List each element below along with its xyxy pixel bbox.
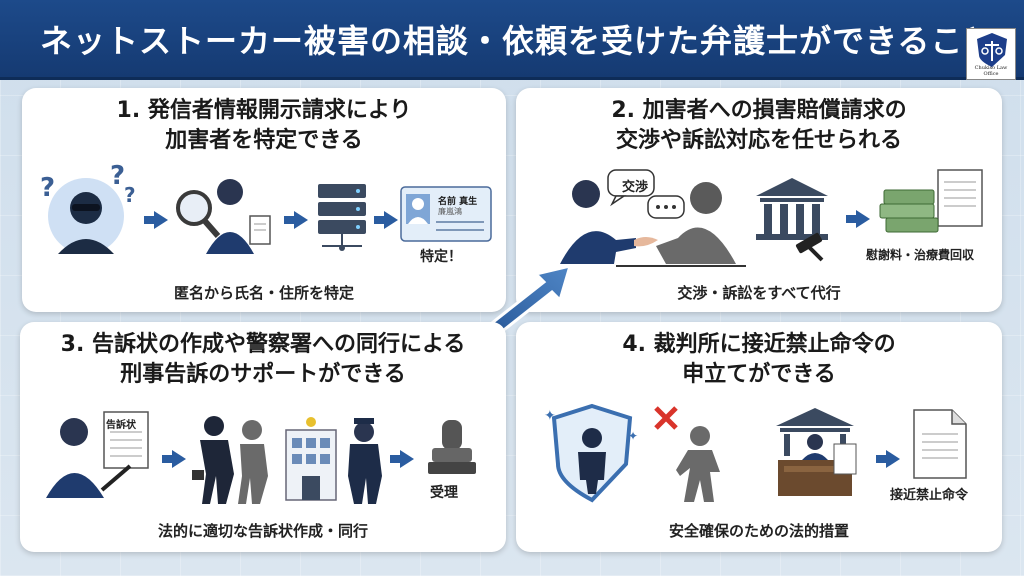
courtroom-icon bbox=[776, 408, 857, 496]
panel-caption: 法的に適切な告訴状作成・同行 bbox=[157, 522, 368, 540]
panel-caption: 交渉・訴訟をすべて代行 bbox=[677, 284, 841, 302]
protection-shield-icon: ✦ ✦ bbox=[544, 403, 638, 503]
flow-arrow-icon bbox=[284, 211, 308, 229]
anonymous-hacker-icon: ? ? ? bbox=[40, 161, 136, 254]
investigator-magnifier-icon bbox=[176, 179, 271, 254]
panel-title-line2: 申立てができる bbox=[682, 362, 836, 387]
page-title: ネットストーカー被害の相談・依頼を受けた弁護士ができること bbox=[40, 22, 997, 60]
negotiation-handshake-icon bbox=[560, 169, 746, 267]
id-card-sub: 廉嵐鴻 bbox=[438, 207, 462, 216]
identified-label: 特定！ bbox=[420, 249, 462, 265]
panel-caption: 安全確保のための法的措置 bbox=[668, 522, 849, 540]
panel-title-line1: 3. 告訴状の作成や警察署への同行による bbox=[60, 332, 466, 357]
flow-arrow-icon bbox=[846, 210, 870, 228]
flow-arrow-icon bbox=[144, 211, 168, 229]
stamp-icon bbox=[428, 420, 476, 474]
panel-restraining-order: 4. 裁判所に接近禁止命令の 申立てができる ✦ ✦ 接近禁止命令 安全確保のた… bbox=[516, 322, 1002, 552]
flow-arrow-icon bbox=[374, 211, 398, 229]
panel-title-line2: 刑事告訴のサポートができる bbox=[120, 362, 406, 387]
server-icon bbox=[318, 184, 366, 251]
complaint-doc-label: 告訴状 bbox=[106, 420, 136, 431]
courthouse-gavel-icon bbox=[756, 178, 828, 262]
order-document-icon bbox=[913, 409, 967, 479]
panel-caption: 匿名から氏名・住所を特定 bbox=[173, 284, 354, 302]
lawyer-writing-complaint-icon bbox=[46, 411, 149, 498]
logo-text: Chukiso Law Office bbox=[974, 65, 1008, 77]
panel-criminal-complaint: 3. 告訴状の作成や警察署への同行による 刑事告訴のサポートができる 告訴状 受… bbox=[20, 322, 506, 552]
flow-arrow-icon bbox=[390, 450, 414, 468]
panel-title-line2: 加害者を特定できる bbox=[165, 128, 363, 153]
panel-title-line1: 2. 加害者への損害賠償請求の bbox=[611, 98, 907, 123]
panel-damage-claim: 2. 加害者への損害賠償請求の 交渉や訴訟対応を任せられる 交渉 慰謝料・治療費… bbox=[516, 88, 1002, 312]
restraining-order-label: 接近禁止命令 bbox=[890, 488, 969, 503]
svg-text:✦: ✦ bbox=[544, 408, 556, 424]
money-document-icon bbox=[879, 169, 983, 233]
svg-text:✦: ✦ bbox=[628, 429, 638, 443]
panel-title-line1: 4. 裁判所に接近禁止命令の bbox=[622, 332, 896, 357]
svg-text:?: ? bbox=[40, 173, 55, 203]
header-banner: ネットストーカー被害の相談・依頼を受けた弁護士ができること bbox=[0, 0, 1024, 80]
svg-text:?: ? bbox=[124, 183, 136, 207]
logo-emblem-icon bbox=[977, 33, 1007, 67]
id-card-icon bbox=[400, 186, 492, 242]
law-office-logo: Chukiso Law Office bbox=[966, 28, 1016, 80]
panel-title-line2: 交渉や訴訟対応を任せられる bbox=[615, 128, 902, 153]
recovery-label: 慰謝料・治療費回収 bbox=[866, 248, 975, 262]
id-card-name: 名前 真生 bbox=[438, 197, 478, 207]
flow-arrow-icon bbox=[876, 450, 900, 468]
panel-title-line1: 1. 発信者情報開示請求により bbox=[116, 98, 412, 123]
speech-bubble-text: 交渉 bbox=[621, 180, 648, 195]
panel-identify-offender: 1. 発信者情報開示請求により 加害者を特定できる ? ? ? bbox=[22, 88, 506, 312]
police-escort-icon bbox=[192, 416, 382, 504]
svg-text:?: ? bbox=[110, 161, 125, 191]
flow-arrow-icon bbox=[162, 450, 186, 468]
accepted-label: 受理 bbox=[430, 485, 458, 501]
blocked-stalker-icon bbox=[654, 406, 720, 502]
